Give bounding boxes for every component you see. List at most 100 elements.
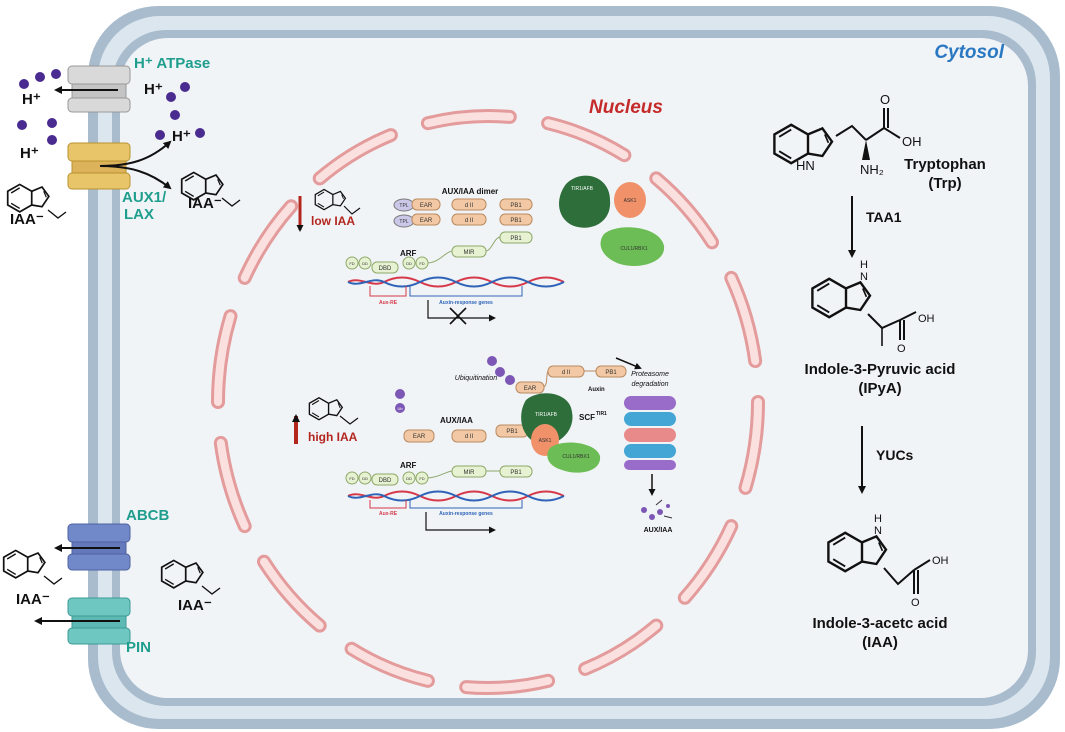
- tir1-afb-blob-low: [559, 175, 611, 228]
- nuclear-envelope-segment-inner: [741, 398, 762, 492]
- aux-iaa-fragments: [641, 499, 673, 520]
- iaa-molecule-outside-bottom: [2, 549, 63, 585]
- svg-text:PB1: PB1: [510, 218, 522, 224]
- aux1-lax-transporter: [67, 142, 131, 190]
- taa1-label: TAA1: [866, 209, 902, 225]
- scf-superscript: TIR1: [596, 411, 607, 417]
- svg-text:EAR: EAR: [420, 218, 433, 224]
- svg-text:CUL1/RBX1: CUL1/RBX1: [620, 246, 647, 252]
- ipya-oh: OH: [918, 313, 935, 325]
- svg-text:TPL: TPL: [399, 219, 408, 225]
- iaa-molecule-inside-bottom: [160, 559, 221, 595]
- svg-text:Aux-RE: Aux-RE: [379, 511, 398, 517]
- abcb-label: ABCB: [126, 507, 169, 524]
- svg-text:d II: d II: [465, 203, 474, 209]
- svg-text:Aux-RE: Aux-RE: [379, 300, 398, 306]
- nuclear-envelope-segment-inner: [347, 644, 432, 685]
- iaa-molecule-inside-top: [180, 171, 241, 207]
- svg-text:FD: FD: [349, 261, 354, 266]
- svg-text:PB1: PB1: [605, 370, 617, 376]
- nuclear-envelope-segment-inner: [216, 438, 249, 531]
- svg-text:FD: FD: [419, 261, 424, 266]
- svg-text:DBD: DBD: [379, 266, 392, 272]
- nuclear-envelope-segment-inner: [680, 522, 736, 602]
- svg-text:Ub: Ub: [397, 406, 403, 411]
- ipya-label: Indole-3-Pyruvic acid: [805, 361, 956, 378]
- iaa-minus-label-2: IAA⁻: [188, 195, 222, 212]
- svg-text:FD: FD: [349, 476, 354, 481]
- ipya-n: N: [860, 271, 868, 283]
- h-atpase-label: H⁺ ATPase: [134, 55, 210, 72]
- nucleus-label: Nucleus: [589, 97, 663, 118]
- svg-text:ASK1: ASK1: [624, 198, 637, 204]
- trp-nh2: NH₂: [860, 162, 884, 177]
- iaa-n: N: [874, 525, 882, 537]
- aux1-lax-label-1: AUX1/: [122, 189, 167, 206]
- ipya-structure: [811, 277, 917, 346]
- aux-iaa-label-high: AUX/IAA: [440, 416, 473, 425]
- svg-text:FD: FD: [419, 476, 424, 481]
- cytosol-label: Cytosol: [934, 42, 1004, 63]
- svg-text:EAR: EAR: [420, 203, 433, 209]
- aux-iaa-dimer-label: AUX/IAA dimer: [442, 187, 499, 196]
- svg-text:DD: DD: [406, 261, 412, 266]
- iaa-structure: [827, 531, 931, 594]
- svg-text:MIR: MIR: [464, 250, 476, 256]
- arf-label-high: ARF: [400, 461, 417, 470]
- iaa-o: O: [911, 597, 920, 609]
- iaa-minus-label-4: IAA⁻: [178, 597, 212, 614]
- svg-text:TIR1/AFB: TIR1/AFB: [535, 412, 558, 418]
- svg-text:d II: d II: [562, 370, 571, 376]
- iaa-h: H: [874, 513, 882, 525]
- nuclear-envelope-segment-inner: [544, 119, 629, 160]
- h-plus-label-2: H⁺: [144, 81, 163, 98]
- low-iaa-panel: low IAA AUX/IAA dimer TPL TPL EAR d II P…: [296, 175, 665, 325]
- aux1-lax-label-2: LAX: [124, 206, 154, 223]
- svg-text:DD: DD: [406, 476, 412, 481]
- yucs-label: YUCs: [876, 447, 914, 463]
- trp-abbr-label: (Trp): [928, 175, 961, 192]
- nuclear-envelope-segment-inner: [462, 676, 553, 693]
- arf-label-low: ARF: [400, 249, 417, 258]
- trp-o: O: [880, 92, 890, 107]
- low-iaa-label: low IAA: [311, 214, 355, 228]
- svg-text:AUX/IAA: AUX/IAA: [644, 527, 673, 534]
- nuclear-envelope-segment-inner: [423, 111, 514, 128]
- svg-text:d II: d II: [465, 218, 474, 224]
- trp-oh: OH: [902, 134, 922, 149]
- tryptophan-label: Tryptophan: [904, 156, 986, 173]
- iaa-oh: OH: [932, 555, 949, 567]
- ipya-o: O: [897, 343, 906, 355]
- h-plus-label-4: H⁺: [172, 128, 191, 145]
- nuclear-envelope-segment-inner: [581, 621, 661, 673]
- svg-text:TPL: TPL: [399, 203, 408, 209]
- svg-text:CUL1/RBX1: CUL1/RBX1: [562, 454, 589, 460]
- nuclear-envelope-segment-inner: [727, 273, 760, 366]
- iaa-minus-label-1: IAA⁻: [10, 211, 44, 228]
- nuclear-envelope-segment-inner: [240, 202, 296, 282]
- pin-label: PIN: [126, 639, 151, 656]
- nuclear-envelope-segment-inner: [652, 174, 716, 247]
- svg-text:PB1: PB1: [510, 470, 522, 476]
- svg-text:Auxin: Auxin: [588, 387, 605, 393]
- svg-text:MIR: MIR: [464, 470, 476, 476]
- svg-text:EAR: EAR: [524, 386, 537, 392]
- scf-label: SCF: [579, 413, 595, 422]
- svg-text:PB1: PB1: [510, 236, 522, 242]
- ipya-abbr-label: (IPyA): [858, 380, 901, 397]
- iaa-abbr-label: (IAA): [862, 634, 898, 651]
- aux1-influx-arrow-iaa: [99, 165, 172, 190]
- high-iaa-panel: high IAA Ub AUX/IAA EAR d II PB1 Ubiquit…: [292, 356, 676, 534]
- svg-text:DD: DD: [362, 261, 368, 266]
- nuclear-envelope-segment-inner: [214, 312, 235, 406]
- h-plus-label-1: H⁺: [22, 91, 41, 108]
- svg-text:DD: DD: [362, 476, 368, 481]
- iaa-molecule-outside-top: [6, 183, 67, 219]
- svg-text:EAR: EAR: [413, 434, 426, 440]
- svg-text:PB1: PB1: [510, 203, 522, 209]
- svg-text:DBD: DBD: [379, 478, 392, 484]
- ipya-h: H: [860, 259, 868, 271]
- iaa-label: Indole-3-acetc acid: [812, 615, 947, 632]
- nuclear-envelope: [211, 108, 765, 696]
